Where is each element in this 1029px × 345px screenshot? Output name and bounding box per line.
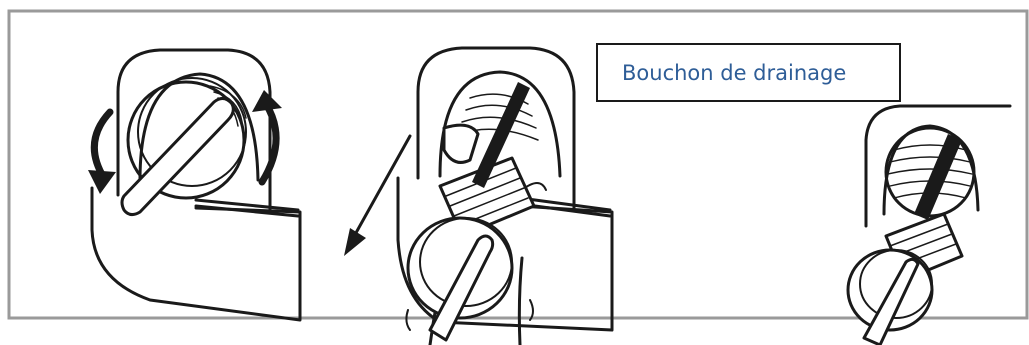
drain-plug-label-box: Bouchon de drainage bbox=[596, 43, 901, 102]
drain-plug-label: Bouchon de drainage bbox=[622, 61, 846, 85]
step-2-side-latch bbox=[444, 125, 478, 162]
straight-arrow-down-left-icon bbox=[344, 136, 410, 256]
step-3-removed bbox=[848, 106, 1010, 345]
curved-arrow-counterclockwise-icon bbox=[88, 112, 116, 194]
step-2-pull-out bbox=[398, 48, 612, 345]
step-1-unscrew bbox=[92, 50, 300, 320]
